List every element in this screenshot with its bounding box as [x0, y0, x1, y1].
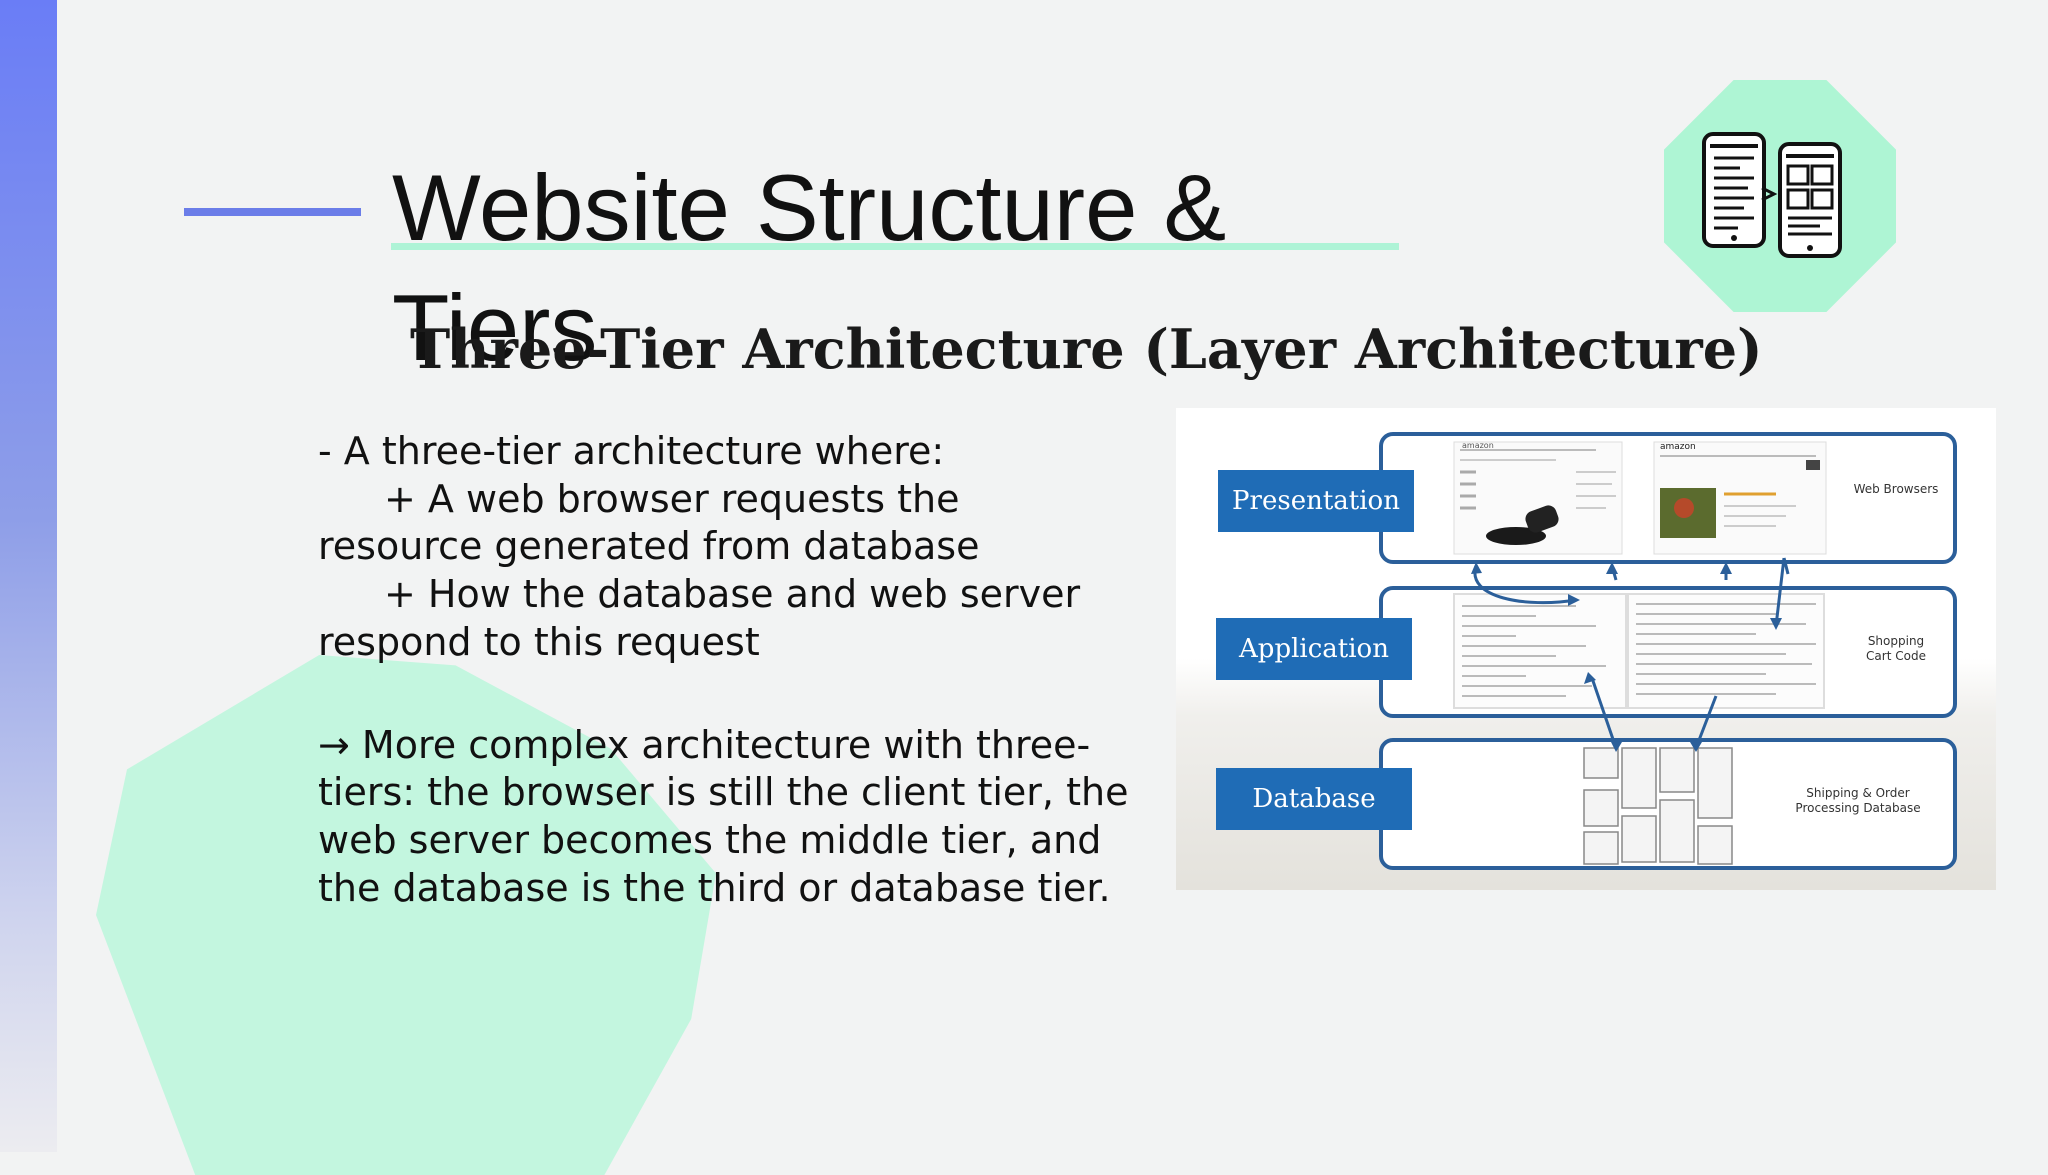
- tier-label-application: Application: [1216, 618, 1412, 680]
- diagram-graphics: [1379, 432, 1957, 870]
- title-accent-line: [184, 208, 361, 216]
- body-line: respond to this request: [318, 619, 760, 664]
- note-order-database: Shipping & Order Processing Database: [1795, 786, 1921, 815]
- body-line: - A three-tier architecture where:: [318, 429, 945, 473]
- thumb-brand-1: amazon: [1462, 441, 1494, 450]
- body-line: resource generated from database: [318, 524, 980, 569]
- left-accent-bar: [0, 0, 57, 1152]
- slide-title: Website Structure & Tiers: [392, 155, 1227, 380]
- body-line: + How the database and web server: [384, 572, 1081, 617]
- body-line: + A web browser requests the: [384, 476, 960, 521]
- tier-label-database: Database: [1216, 768, 1412, 830]
- database-tables: [1583, 747, 1733, 865]
- body-paragraph: → More complex architecture with three-t…: [318, 722, 1129, 910]
- tier-label-presentation: Presentation: [1218, 470, 1414, 532]
- note-shopping-cart: Shopping Cart Code: [1866, 634, 1926, 663]
- browser-thumbnail-2: [1653, 441, 1827, 555]
- note-web-browsers: Web Browsers: [1853, 482, 1939, 496]
- code-block-1: [1453, 593, 1627, 709]
- slide-subtitle: Three-Tier Architecture (Layer Architect…: [410, 317, 1763, 381]
- browser-thumbnail-1: [1453, 441, 1623, 555]
- three-tier-diagram: Presentation Application Database Web Br…: [1176, 408, 1996, 890]
- code-block-2: [1627, 593, 1825, 709]
- thumb-brand-2: amazon: [1660, 442, 1696, 452]
- body-text: - A three-tier architecture where: + A w…: [318, 428, 1148, 912]
- web-pages-icon: [1702, 132, 1842, 258]
- title-underline: [391, 243, 1399, 250]
